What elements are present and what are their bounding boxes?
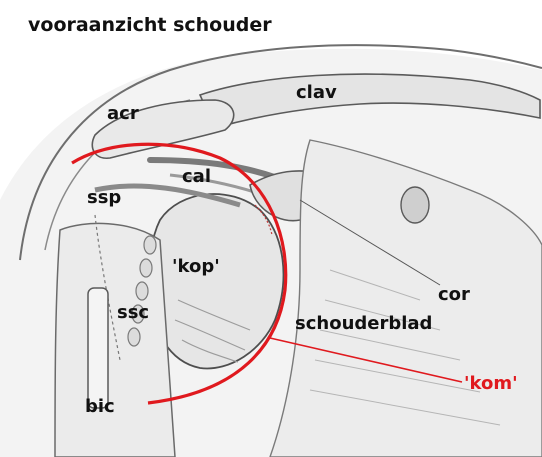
diagram-title: vooraanzicht schouder [28, 16, 272, 35]
humerus-shaft [55, 223, 175, 457]
label-bic: bic [85, 398, 115, 416]
label-cor: cor [438, 286, 470, 304]
label-schouderblad: schouderblad [295, 315, 432, 333]
biceps-tendon [88, 288, 108, 408]
label-clav: clav [296, 84, 337, 102]
label-kop: 'kop' [172, 258, 220, 276]
label-cal: cal [182, 168, 211, 186]
label-ssp: ssp [87, 189, 121, 207]
label-acr: acr [107, 105, 139, 123]
scapular-notch [401, 187, 429, 223]
label-ssc: ssc [117, 304, 149, 322]
label-kom: 'kom' [464, 375, 518, 393]
